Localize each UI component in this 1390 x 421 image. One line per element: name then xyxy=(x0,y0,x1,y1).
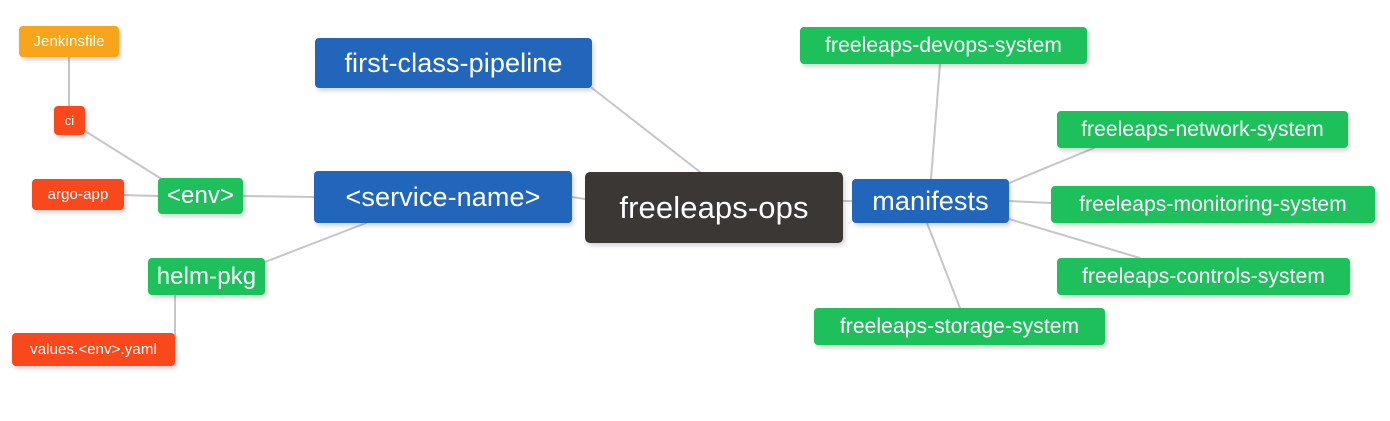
edge-service-name-to-freeleaps-ops xyxy=(571,196,586,200)
edge-freeleaps-devops-system-to-manifests xyxy=(930,63,941,180)
node-env[interactable]: <env> xyxy=(158,178,243,214)
node-freeleaps-controls-system[interactable]: freeleaps-controls-system xyxy=(1057,258,1350,295)
edge-helm-pkg-to-service-name xyxy=(264,222,367,263)
node-freeleaps-network-system[interactable]: freeleaps-network-system xyxy=(1057,111,1348,148)
node-freeleaps-ops[interactable]: freeleaps-ops xyxy=(585,172,843,243)
node-manifests[interactable]: manifests xyxy=(852,179,1009,223)
edge-manifests-to-freeleaps-storage-system xyxy=(926,222,961,309)
edge-ci-to-env xyxy=(84,130,161,179)
node-freeleaps-devops-system[interactable]: freeleaps-devops-system xyxy=(800,27,1087,64)
edge-env-to-service-name xyxy=(242,195,315,198)
node-first-class-pipeline[interactable]: first-class-pipeline xyxy=(315,38,592,88)
node-helm-pkg[interactable]: helm-pkg xyxy=(148,258,265,295)
node-freeleaps-storage-system[interactable]: freeleaps-storage-system xyxy=(814,308,1105,345)
edge-manifests-to-freeleaps-network-system xyxy=(1008,147,1095,184)
node-jenkinsfile[interactable]: Jenkinsfile xyxy=(19,26,119,57)
edge-first-class-pipeline-to-freeleaps-ops xyxy=(591,87,701,173)
node-freeleaps-monitoring-system[interactable]: freeleaps-monitoring-system xyxy=(1051,186,1375,223)
edge-manifests-to-freeleaps-controls-system xyxy=(1008,218,1141,259)
edge-manifests-to-freeleaps-monitoring-system xyxy=(1008,200,1052,204)
node-values-env-yaml[interactable]: values.<env>.yaml xyxy=(12,333,175,366)
node-argo-app[interactable]: argo-app xyxy=(32,179,124,210)
node-service-name[interactable]: <service-name> xyxy=(314,171,572,223)
node-ci[interactable]: ci xyxy=(54,106,85,135)
edge-argo-app-to-env xyxy=(123,194,159,197)
